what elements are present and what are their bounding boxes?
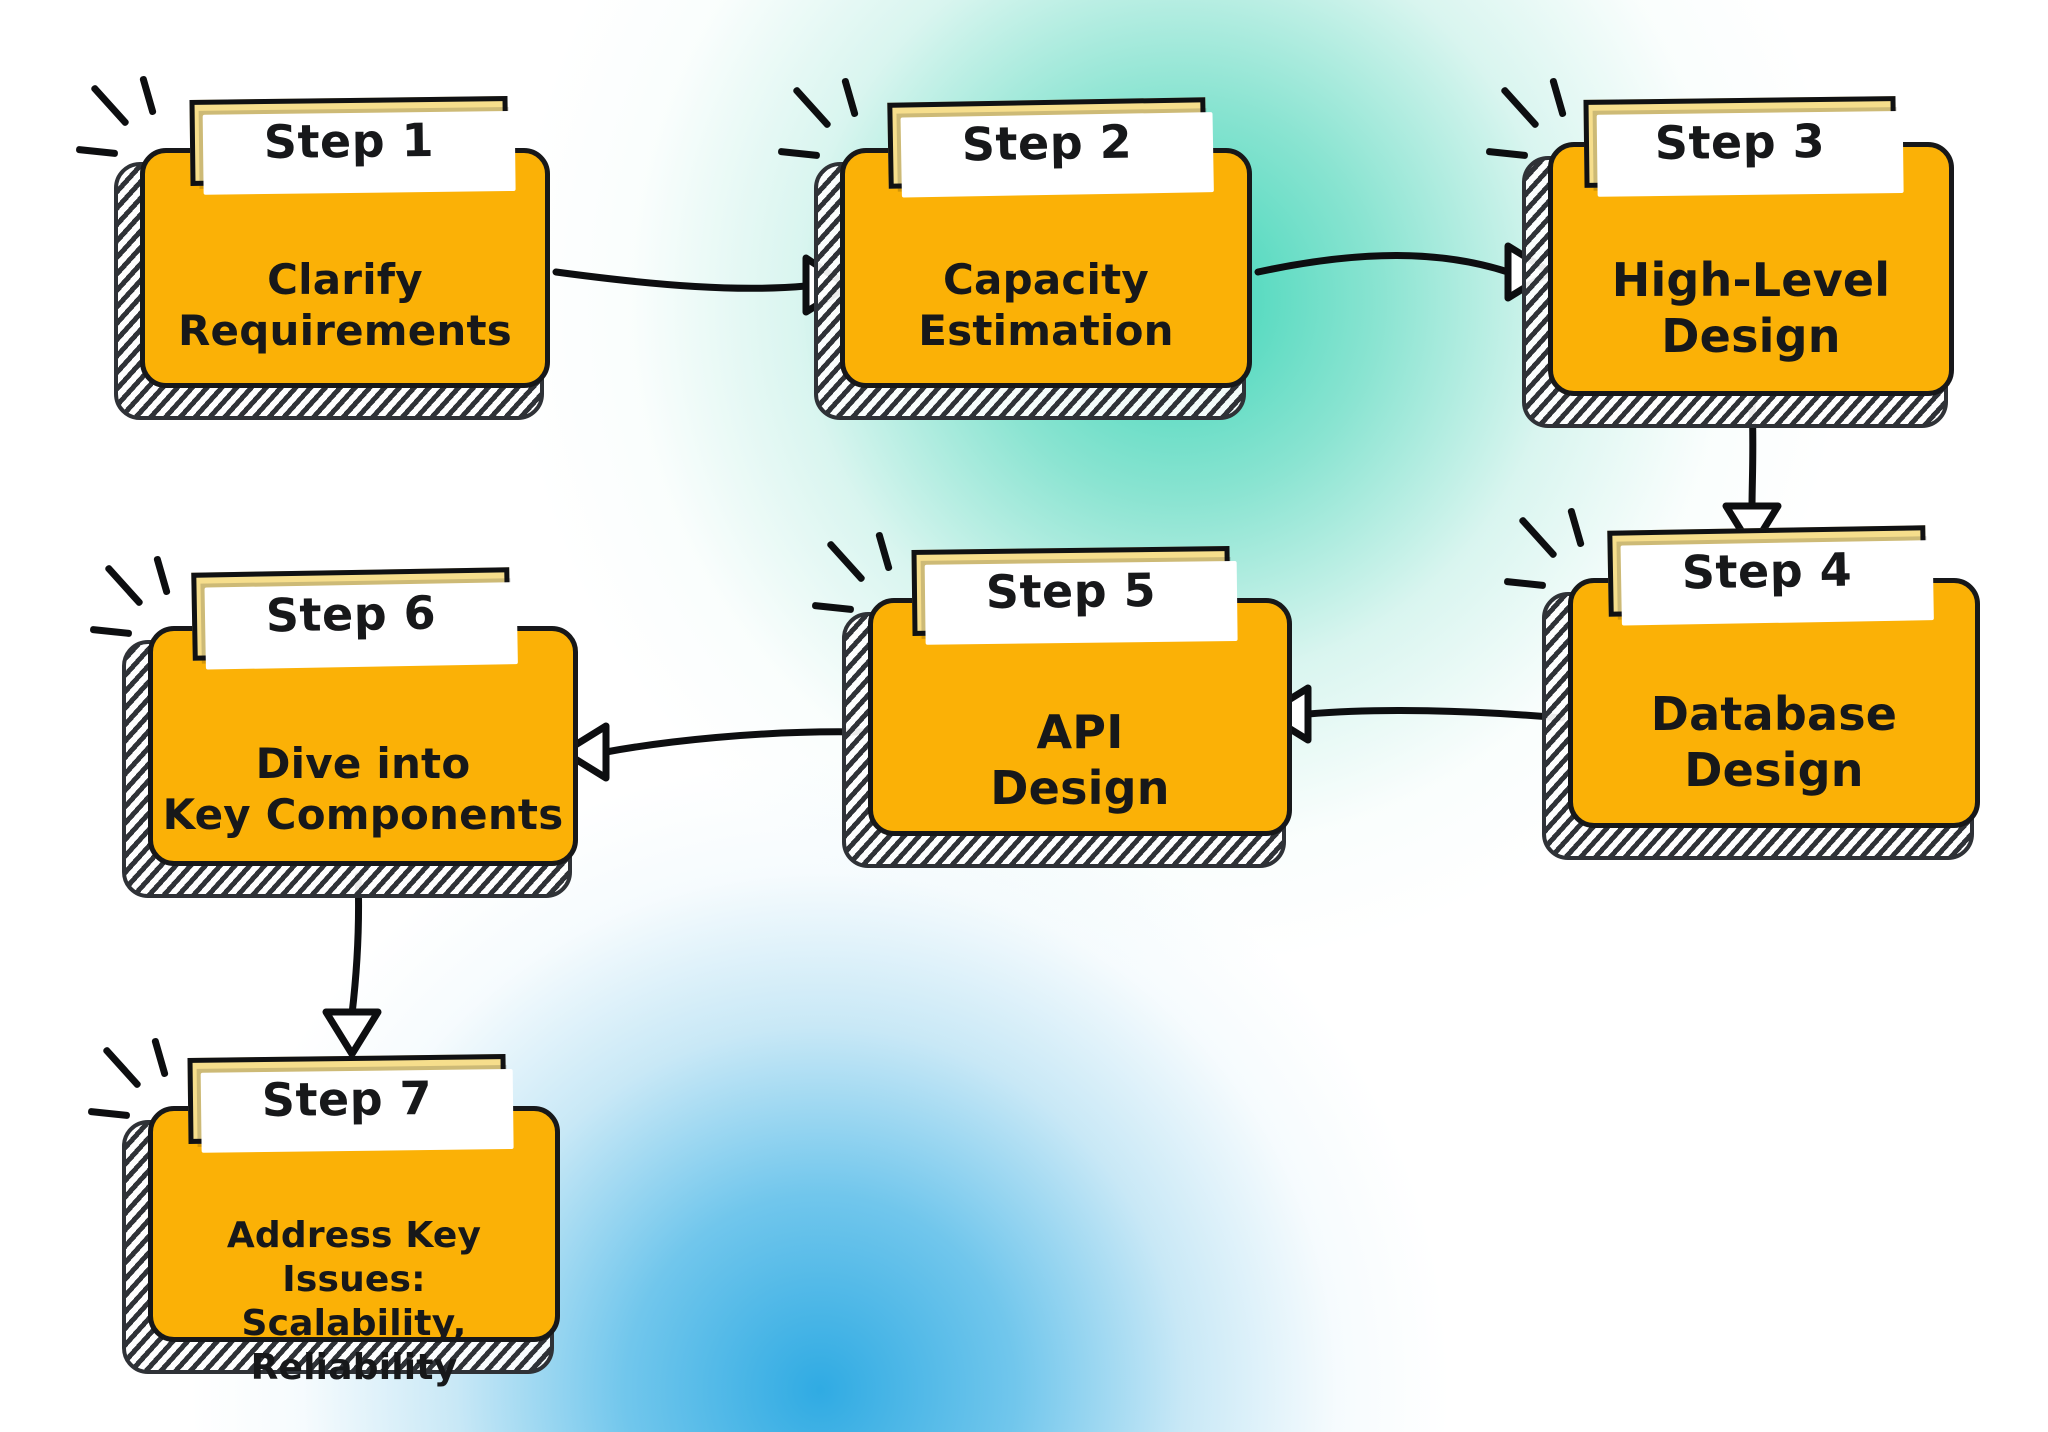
node-body-line: Design (990, 761, 1170, 816)
node-step-plate-step4[interactable]: Step 4 (1607, 525, 1927, 617)
node-body-line: Address Key Issues: (226, 1215, 482, 1300)
node-step-label-step7: Step 7 (261, 1070, 433, 1128)
flow-node-step7[interactable]: Address Key Issues:Scalability, Reliabil… (87, 1037, 560, 1388)
node-body-line: High-Level (1611, 253, 1891, 307)
node-step-label-step2: Step 2 (961, 114, 1133, 172)
edge-step1-step2-line (552, 268, 810, 292)
node-step-label-step4: Step 4 (1681, 542, 1853, 600)
node-step-label-step6: Step 6 (265, 585, 437, 643)
node-body-line: Estimation (918, 306, 1174, 356)
node-body-line: Key Components (162, 790, 564, 840)
node-body-line: API (1036, 705, 1124, 759)
node-body-line: Clarify (267, 255, 423, 304)
node-step-plate-step6[interactable]: Step 6 (191, 567, 511, 661)
node-body-line: Design (1661, 309, 1841, 364)
node-body-line: Dive into (255, 739, 471, 788)
node-body-line: Scalability, Reliability (241, 1302, 467, 1388)
node-step-plate-step1[interactable]: Step 1 (189, 96, 509, 186)
node-body-text-step7: Address Key Issues:Scalability, Reliabil… (148, 1214, 560, 1390)
edge-step2-step3-line (1254, 252, 1512, 276)
node-step-plate-step2[interactable]: Step 2 (887, 97, 1207, 189)
node-step-label-step3: Step 3 (1654, 113, 1826, 171)
node-body-line: Design (1684, 743, 1864, 798)
node-step-label-step1: Step 1 (263, 112, 435, 170)
node-step-plate-step7[interactable]: Step 7 (187, 1054, 507, 1144)
node-body-line: Capacity (943, 255, 1149, 304)
edge-step5-step6-arrowhead (560, 722, 610, 782)
node-body-line: Requirements (177, 306, 512, 356)
edge-step5-step6-line (602, 728, 866, 756)
edge-step3-step4-arrowhead (1722, 502, 1782, 552)
node-step-plate-step5[interactable]: Step 5 (911, 546, 1231, 636)
edge-step4-step5-line (1304, 707, 1566, 722)
edge-step6-step7-arrowhead (322, 1008, 382, 1058)
node-step-plate-step3[interactable]: Step 3 (1583, 96, 1897, 188)
node-body-line: Database (1650, 687, 1898, 741)
node-step-label-step5: Step 5 (985, 562, 1157, 620)
